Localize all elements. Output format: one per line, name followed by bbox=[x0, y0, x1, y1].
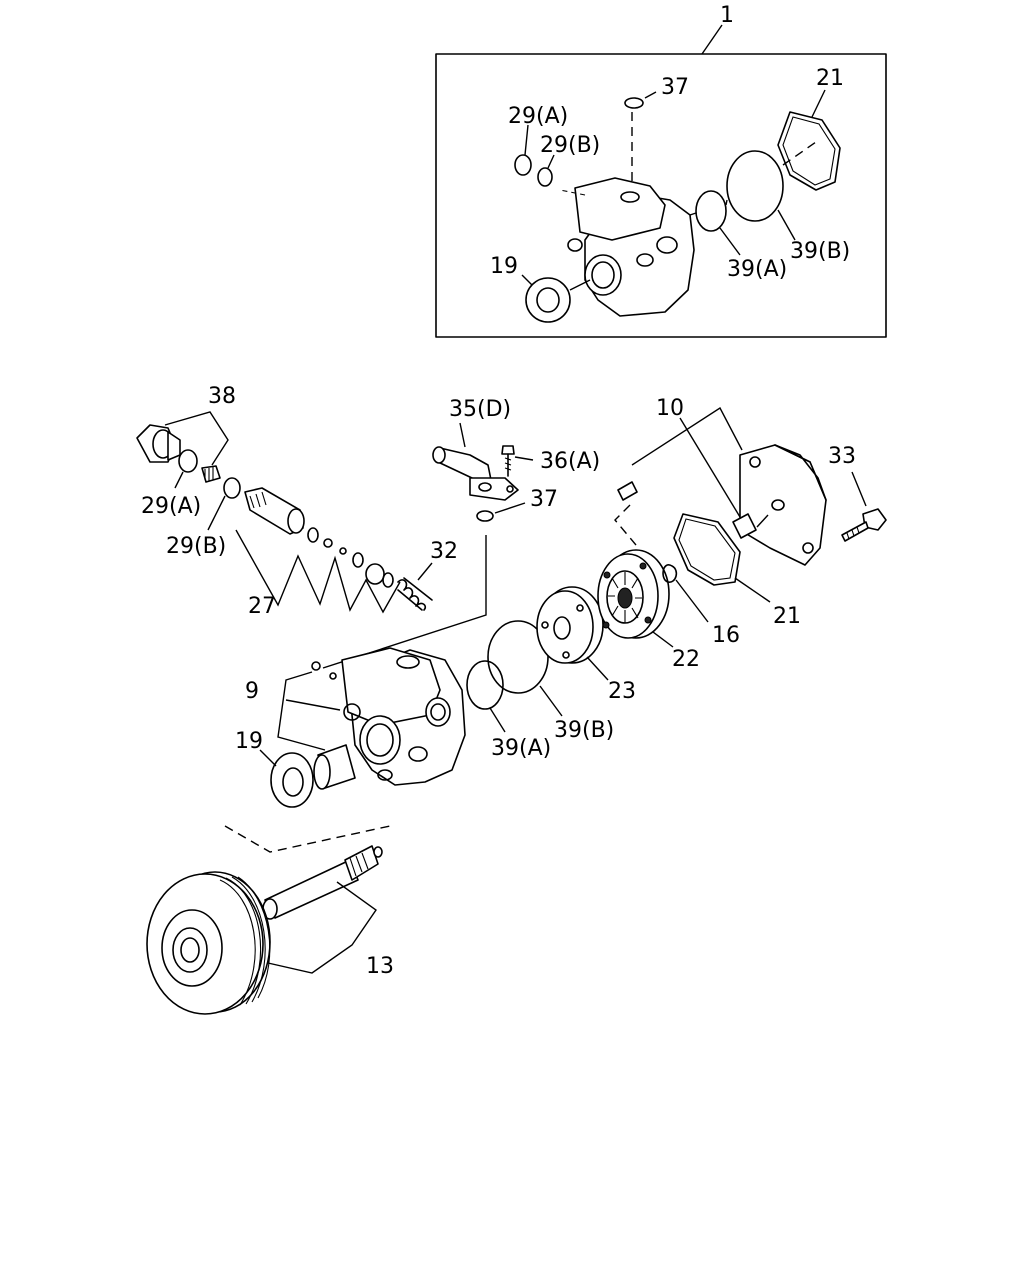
leader-10-left bbox=[631, 406, 743, 466]
inset-gasket-21 bbox=[777, 111, 841, 191]
label-13: 13 bbox=[366, 954, 394, 979]
inset-assembly: 1 19 29(A) 29(B) 37 bbox=[435, 3, 887, 338]
inset-pump-housing bbox=[559, 177, 695, 317]
part-38-union-fitting bbox=[136, 424, 221, 483]
label-16: 16 bbox=[712, 623, 740, 648]
label-19: 19 bbox=[235, 729, 263, 754]
leader-27 bbox=[235, 529, 401, 614]
inset-label-37: 37 bbox=[661, 75, 689, 100]
label-38: 38 bbox=[208, 384, 236, 409]
inset-oring-37 bbox=[624, 97, 644, 109]
part-33-bolt bbox=[841, 508, 887, 542]
part-bushing bbox=[313, 744, 356, 790]
oring-29b bbox=[223, 477, 241, 499]
part-21-gasket bbox=[673, 513, 741, 586]
part-pulley bbox=[146, 871, 271, 1015]
part-dowel-pin bbox=[617, 481, 638, 501]
label-36a: 36(A) bbox=[540, 449, 600, 474]
part-27-flow-control-valve bbox=[244, 487, 394, 588]
inset-oring-29b bbox=[537, 167, 553, 187]
part-19-oil-seal bbox=[270, 752, 314, 808]
inset-frame bbox=[435, 53, 887, 338]
label-9: 9 bbox=[245, 679, 259, 704]
inset-label-39b: 39(B) bbox=[790, 239, 850, 264]
part-10-bushing bbox=[732, 513, 757, 539]
label-1: 1 bbox=[720, 3, 734, 28]
part-10-rear-cover bbox=[739, 444, 827, 566]
leader-9 bbox=[277, 671, 326, 751]
inset-label-19: 19 bbox=[490, 254, 518, 279]
inset-label-39a: 39(A) bbox=[727, 257, 787, 282]
inset-label-29a: 29(A) bbox=[508, 104, 568, 129]
part-23-side-plate bbox=[536, 586, 604, 664]
shaft-dash-line bbox=[224, 825, 391, 853]
inset-oring-39b bbox=[726, 150, 784, 222]
inset-oring-39a bbox=[695, 190, 727, 232]
leader-13 bbox=[267, 881, 377, 974]
label-27: 27 bbox=[248, 594, 276, 619]
leader-37-connect bbox=[322, 535, 487, 669]
housing-dot bbox=[329, 672, 337, 680]
label-22: 22 bbox=[672, 647, 700, 672]
label-39b: 39(B) bbox=[554, 718, 614, 743]
label-37: 37 bbox=[530, 487, 558, 512]
part-13-pulley-shaft bbox=[262, 845, 383, 920]
pin-dash-line bbox=[614, 504, 637, 546]
part-32-spring bbox=[397, 577, 433, 611]
label-39a: 39(A) bbox=[491, 736, 551, 761]
part-22-cam-ring-rotor bbox=[597, 549, 670, 639]
label-29b: 29(B) bbox=[166, 534, 226, 559]
leader-1 bbox=[701, 24, 723, 55]
label-10: 10 bbox=[656, 396, 684, 421]
label-23: 23 bbox=[608, 679, 636, 704]
part-16-snap-ring bbox=[662, 564, 678, 583]
label-32: 32 bbox=[430, 539, 458, 564]
part-pump-housing bbox=[341, 647, 466, 786]
inset-label-21: 21 bbox=[816, 66, 844, 91]
part-35d-suction-connector bbox=[432, 446, 519, 501]
part-36a-bolt bbox=[501, 445, 515, 477]
oring-39b bbox=[487, 620, 549, 694]
housing-plug bbox=[311, 661, 321, 671]
oring-39a bbox=[466, 660, 504, 710]
label-29a: 29(A) bbox=[141, 494, 201, 519]
label-33: 33 bbox=[828, 444, 856, 469]
oring-37 bbox=[476, 510, 494, 522]
inset-label-29b: 29(B) bbox=[540, 133, 600, 158]
label-35d: 35(D) bbox=[449, 397, 511, 422]
inset-oil-seal bbox=[525, 277, 571, 323]
label-21: 21 bbox=[773, 604, 801, 629]
inset-oring-29a bbox=[514, 154, 532, 176]
leader-38 bbox=[164, 411, 229, 466]
